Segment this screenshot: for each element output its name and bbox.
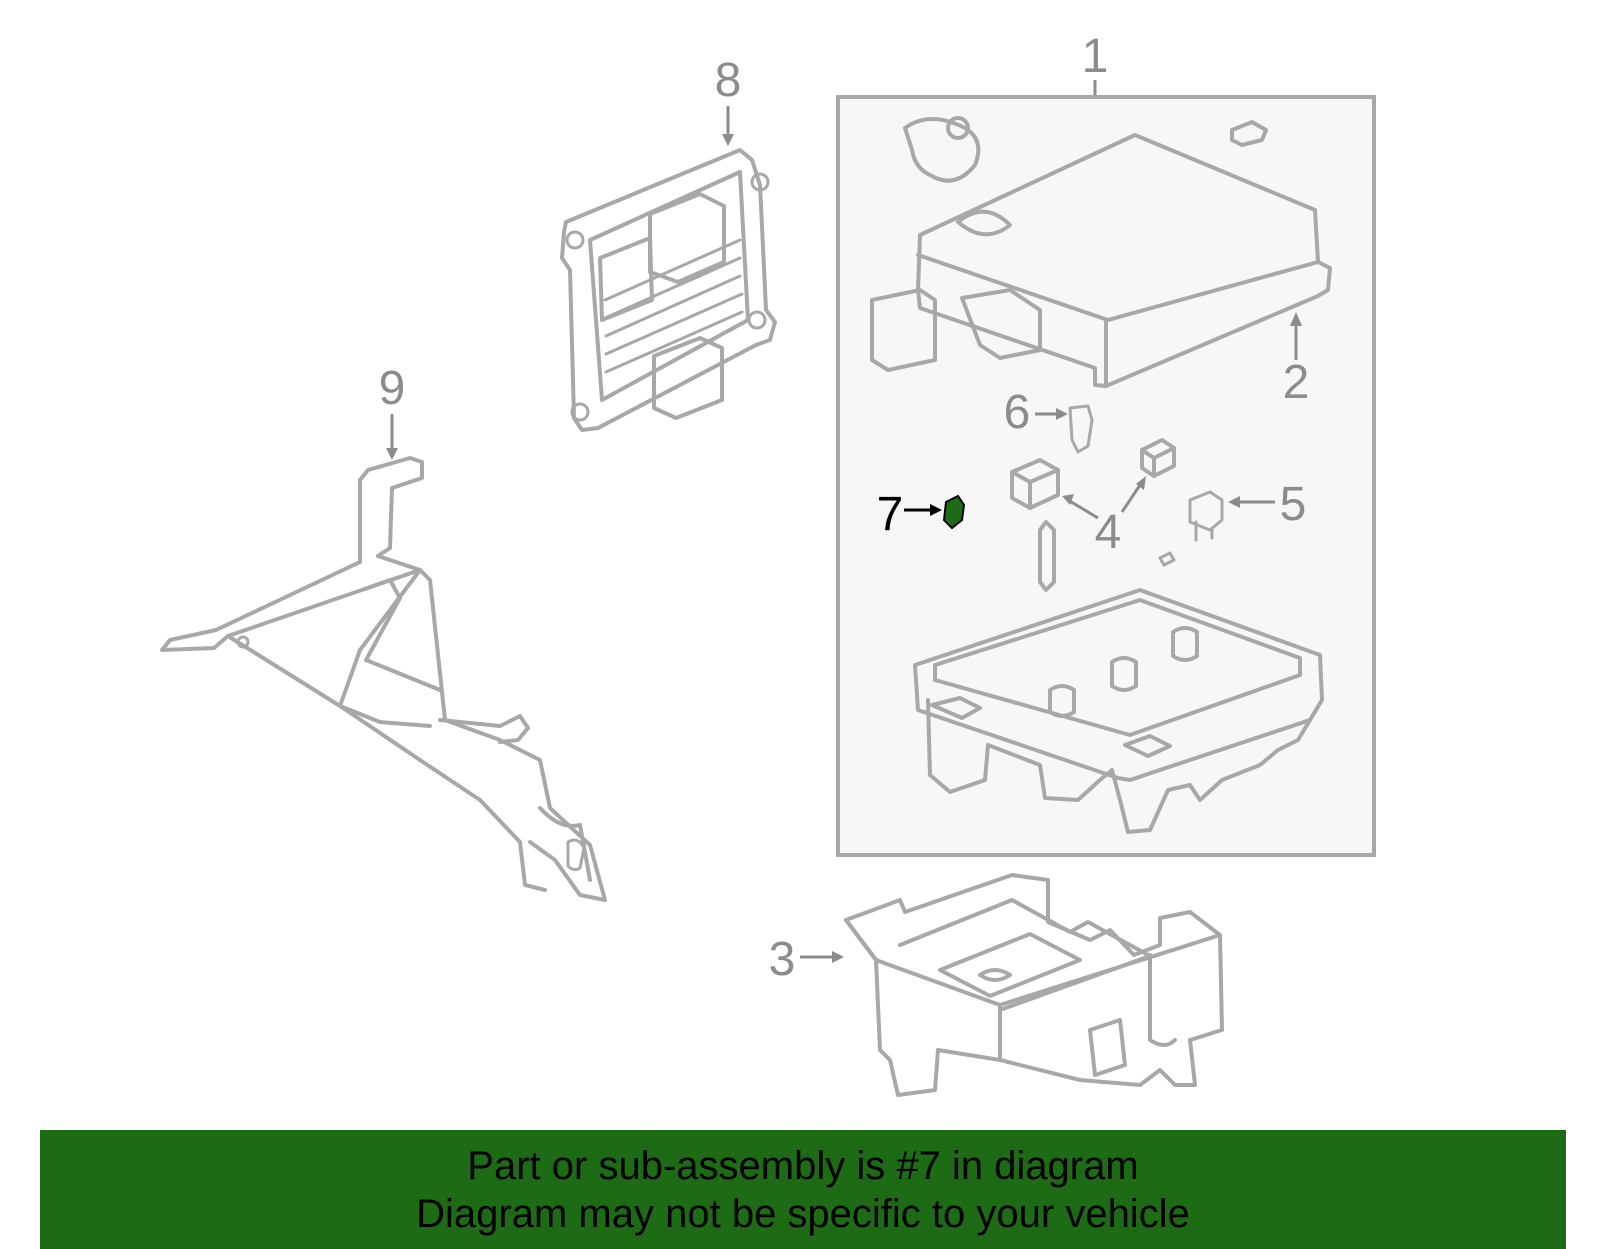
callout-3: 3 (769, 933, 844, 986)
callout-2: 2 (1283, 312, 1310, 409)
callout-1: 1 (1082, 30, 1109, 97)
part-3-tray (844, 873, 1224, 1097)
banner-line-2: Diagram may not be specific to your vehi… (416, 1192, 1190, 1236)
callout-4: 4 (1062, 476, 1146, 559)
info-banner: Part or sub-assembly is #7 in diagram Di… (40, 1130, 1566, 1249)
callout-2-label: 2 (1283, 356, 1310, 409)
fuse-block-lower-housing (913, 588, 1324, 834)
banner-line-1: Part or sub-assembly is #7 in diagram (467, 1144, 1139, 1188)
part-8-control-module (560, 148, 777, 432)
parts-diagram: 1 2 6 4 (160, 30, 1376, 1097)
callout-9-label: 9 (379, 362, 406, 415)
callout-9: 9 (379, 362, 406, 460)
part-2-fuse-block-cover (870, 116, 1332, 388)
callout-7: 7 (877, 488, 942, 541)
callout-1-label: 1 (1082, 30, 1109, 83)
callout-8-label: 8 (715, 54, 742, 107)
callout-5-label: 5 (1280, 478, 1307, 531)
callout-6: 6 (1004, 386, 1068, 439)
callout-3-label: 3 (769, 933, 796, 986)
part-7-highlighted (942, 494, 966, 530)
part-9-bracket (160, 456, 607, 902)
callout-8: 8 (715, 54, 742, 146)
part-4-relays (1010, 438, 1176, 592)
part-5 (1188, 490, 1224, 542)
callout-7-label: 7 (877, 488, 904, 541)
callout-4-label: 4 (1095, 506, 1122, 559)
callout-5: 5 (1228, 478, 1306, 531)
callout-6-label: 6 (1004, 386, 1031, 439)
part-6 (1068, 404, 1094, 454)
